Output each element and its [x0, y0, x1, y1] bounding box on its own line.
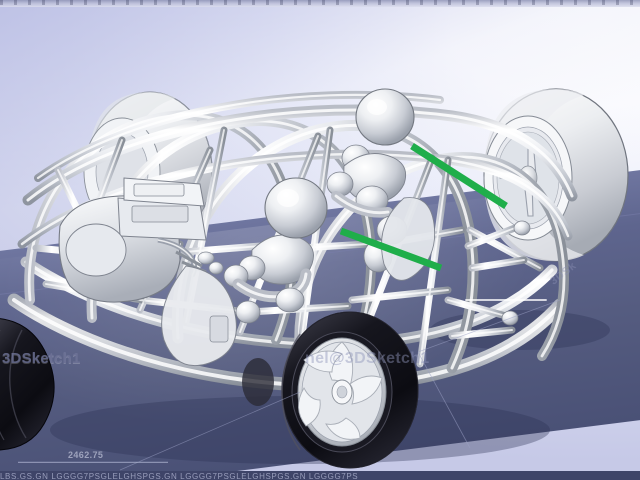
bottom-status-text: LBS.GS.GN LGGGG7PSGLELGHSPGS.GN LGGGG7PS…	[0, 472, 359, 480]
top-toolbar-strip[interactable]	[0, 0, 640, 7]
figure-passenger[interactable]	[223, 177, 328, 324]
wheel-rear-left-dark[interactable]	[0, 318, 55, 451]
construction-lines	[18, 299, 561, 471]
bottom-status-strip[interactable]	[0, 471, 640, 480]
top-toolbar-icons[interactable]	[0, 0, 640, 5]
dimension-leader-line	[18, 462, 168, 463]
suspension-links[interactable]	[444, 220, 531, 340]
selected-sketch-lines[interactable]	[339, 143, 508, 272]
wheel-front-left[interactable]	[242, 311, 419, 469]
sketch-line-upper[interactable]	[410, 143, 508, 209]
engine-assembly[interactable]	[58, 177, 237, 366]
sketch-line-lower[interactable]	[339, 227, 443, 272]
